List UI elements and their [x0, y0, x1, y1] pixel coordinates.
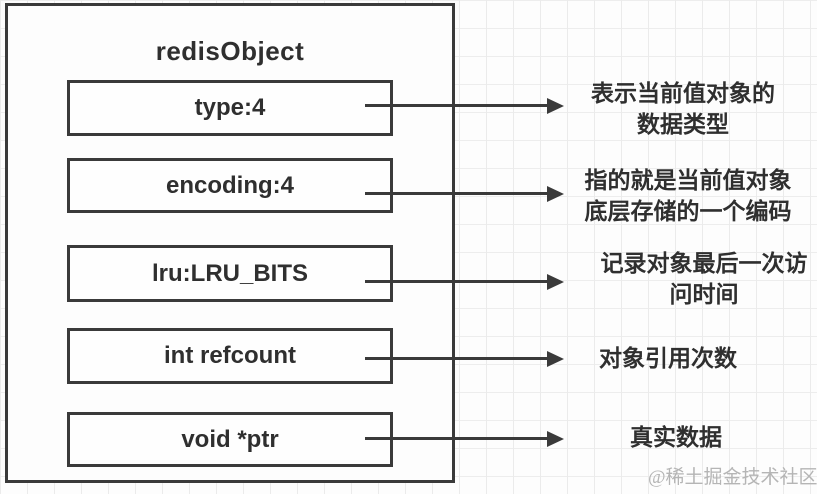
arrow-head-icon-encoding: [547, 185, 564, 202]
arrow-line-type: [365, 104, 548, 107]
annotation-type-line1: 表示当前值对象的: [591, 80, 775, 106]
field-box-encoding: encoding:4: [67, 158, 393, 213]
field-box-type: type:4: [67, 80, 393, 136]
field-box-lru: lru:LRU_BITS: [67, 245, 393, 302]
watermark: @稀土掘金技术社区: [648, 467, 817, 488]
annotation-type-line2: 数据类型: [637, 111, 729, 137]
annotation-refcount-line1: 对象引用次数: [599, 345, 737, 371]
arrow-head-icon-refcount: [547, 350, 564, 367]
field-box-ptr: void *ptr: [67, 412, 393, 467]
struct-title: redisObject: [155, 36, 305, 66]
annotation-ptr: 真实数据: [627, 422, 725, 453]
annotation-ptr-line1: 真实数据: [630, 424, 722, 450]
annotation-encoding-line1: 指的就是当前值对象: [584, 167, 792, 193]
redis-object-struct-box: [5, 3, 455, 483]
annotation-encoding: 指的就是当前值对象 底层存储的一个编码: [576, 165, 800, 227]
arrow-head-icon-type: [547, 97, 564, 114]
arrow-head-icon-ptr: [547, 430, 564, 447]
arrow-line-lru: [365, 280, 548, 283]
annotation-lru-line1: 记录对象最后一次访: [600, 250, 808, 276]
arrow-line-refcount: [365, 357, 548, 360]
annotation-lru: 记录对象最后一次访 问时间: [591, 248, 817, 310]
arrow-head-icon-lru: [547, 273, 564, 290]
annotation-encoding-line2: 底层存储的一个编码: [584, 198, 792, 224]
field-box-refcount: int refcount: [67, 328, 393, 384]
annotation-type: 表示当前值对象的 数据类型: [577, 78, 789, 140]
annotation-refcount: 对象引用次数: [596, 343, 740, 374]
arrow-line-encoding: [365, 192, 548, 195]
annotation-lru-line2: 问时间: [669, 281, 739, 307]
arrow-line-ptr: [365, 437, 548, 440]
